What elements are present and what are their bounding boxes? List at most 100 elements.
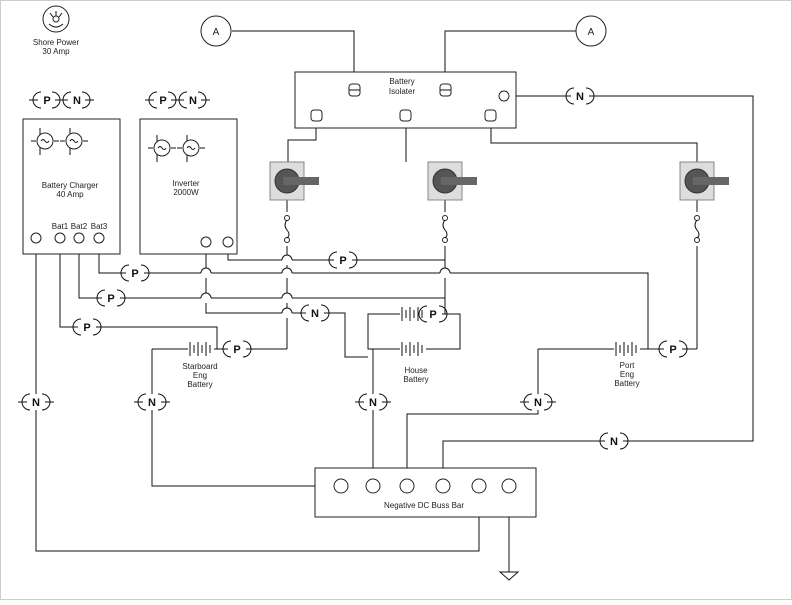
charger-terminal-bat1: Bat1	[52, 222, 69, 231]
positive-tag: P	[222, 340, 252, 358]
charger-label-1: Battery Charger	[42, 181, 99, 190]
terminal	[30, 232, 42, 244]
terminal	[200, 236, 212, 248]
starboard-battery-label-1: Starboard	[182, 362, 217, 371]
ac-source-icon	[31, 128, 59, 155]
ammeter-label: A	[588, 27, 595, 38]
positive-tag-text: P	[159, 95, 166, 107]
negative-tag: N	[178, 91, 210, 109]
terminal	[435, 478, 451, 494]
ac-source-icon	[148, 135, 176, 162]
negative-bus-bar: Negative DC Buss Bar	[314, 467, 537, 518]
ammeter-left: A	[200, 15, 232, 47]
fuse-port	[692, 212, 702, 246]
negative-tag: N	[355, 393, 391, 411]
terminal	[333, 478, 349, 494]
positive-tag: P	[145, 91, 181, 109]
positive-tag-text: P	[339, 255, 346, 267]
terminal	[439, 83, 452, 97]
terminal	[498, 90, 510, 102]
negative-tag: N	[599, 432, 629, 450]
crossover	[281, 267, 293, 278]
ac-source-icon	[177, 135, 205, 162]
ground-icon	[498, 571, 520, 581]
positive-tag-text: P	[131, 268, 138, 280]
crossover	[281, 292, 293, 303]
charger-label-2: 40 Amp	[56, 190, 84, 199]
terminal	[348, 83, 361, 97]
fuse-starboard	[282, 212, 292, 246]
positive-tag: P	[96, 289, 126, 307]
house-battery-label-2: Battery	[403, 375, 428, 384]
negative-tag: N	[565, 87, 595, 105]
wires	[35, 30, 754, 572]
battery-switch-port	[679, 161, 729, 201]
battery-switch-starboard	[269, 161, 319, 201]
negative-tag: N	[300, 304, 330, 322]
terminal	[54, 232, 66, 244]
terminal	[310, 109, 323, 122]
negative-tag-text: N	[32, 397, 40, 409]
isolater-label-2: Isolater	[389, 87, 416, 96]
shore-power-label-2: 30 Amp	[42, 47, 70, 56]
inverter: Inverter 2000W	[139, 118, 238, 255]
terminal	[73, 232, 85, 244]
terminal	[501, 478, 517, 494]
positive-tag-text: P	[107, 293, 114, 305]
crossover	[281, 307, 293, 318]
positive-tag-text: P	[429, 309, 436, 321]
negative-tag: N	[62, 91, 94, 109]
negative-tag: N	[520, 393, 556, 411]
crossover	[200, 292, 212, 303]
house-battery-1	[400, 305, 426, 323]
port-battery-label-3: Battery	[614, 379, 639, 388]
terminal	[222, 236, 234, 248]
terminal	[365, 478, 381, 494]
crossover	[439, 267, 451, 278]
plug-icon	[42, 5, 70, 33]
positive-tag: P	[120, 264, 150, 282]
shore-power-inlet: Shore Power 30 Amp	[33, 5, 80, 56]
fuse-house	[440, 212, 450, 246]
crossover	[200, 267, 212, 278]
positive-tag: P	[418, 305, 448, 323]
terminal	[399, 478, 415, 494]
charger-terminal-bat3: Bat3	[91, 222, 108, 231]
battery-switch-house	[427, 161, 477, 201]
starboard-battery-label-2: Eng	[193, 371, 207, 380]
negative-tag-text: N	[610, 436, 618, 448]
crossover	[281, 254, 293, 265]
bus-bar-label: Negative DC Buss Bar	[384, 501, 464, 510]
port-battery-label-2: Eng	[620, 370, 634, 379]
positive-tag: P	[29, 91, 65, 109]
port-battery: Port Eng Battery	[614, 340, 640, 388]
negative-tag-text: N	[369, 397, 377, 409]
shore-power-label-1: Shore Power	[33, 38, 80, 47]
inverter-label-1: Inverter	[172, 179, 199, 188]
isolater-label-1: Battery	[389, 77, 414, 86]
starboard-battery-label-3: Battery	[187, 380, 212, 389]
terminal	[399, 109, 412, 122]
battery-charger: Battery Charger 40 Amp Bat1 Bat2 Bat3	[22, 118, 121, 255]
terminal	[484, 109, 497, 122]
terminal	[471, 478, 487, 494]
starboard-battery: Starboard Eng Battery	[182, 340, 218, 389]
negative-tag-text: N	[73, 95, 81, 107]
house-battery-2: House Battery	[400, 340, 429, 384]
negative-tag: N	[134, 393, 170, 411]
negative-tag-text: N	[311, 308, 319, 320]
polarity-tags: P N P N N P P P P N P P P N N N N N	[18, 87, 688, 450]
positive-tag: P	[72, 318, 102, 336]
ammeter-label: A	[213, 27, 220, 38]
positive-tag-text: P	[233, 344, 240, 356]
positive-tag: P	[658, 340, 688, 358]
negative-tag-text: N	[576, 91, 584, 103]
negative-tag-text: N	[534, 397, 542, 409]
positive-tag: P	[328, 251, 358, 269]
ammeter-right: A	[575, 15, 607, 47]
house-battery-label-1: House	[404, 366, 428, 375]
terminal	[93, 232, 105, 244]
negative-tag-text: N	[189, 95, 197, 107]
positive-tag-text: P	[43, 95, 50, 107]
